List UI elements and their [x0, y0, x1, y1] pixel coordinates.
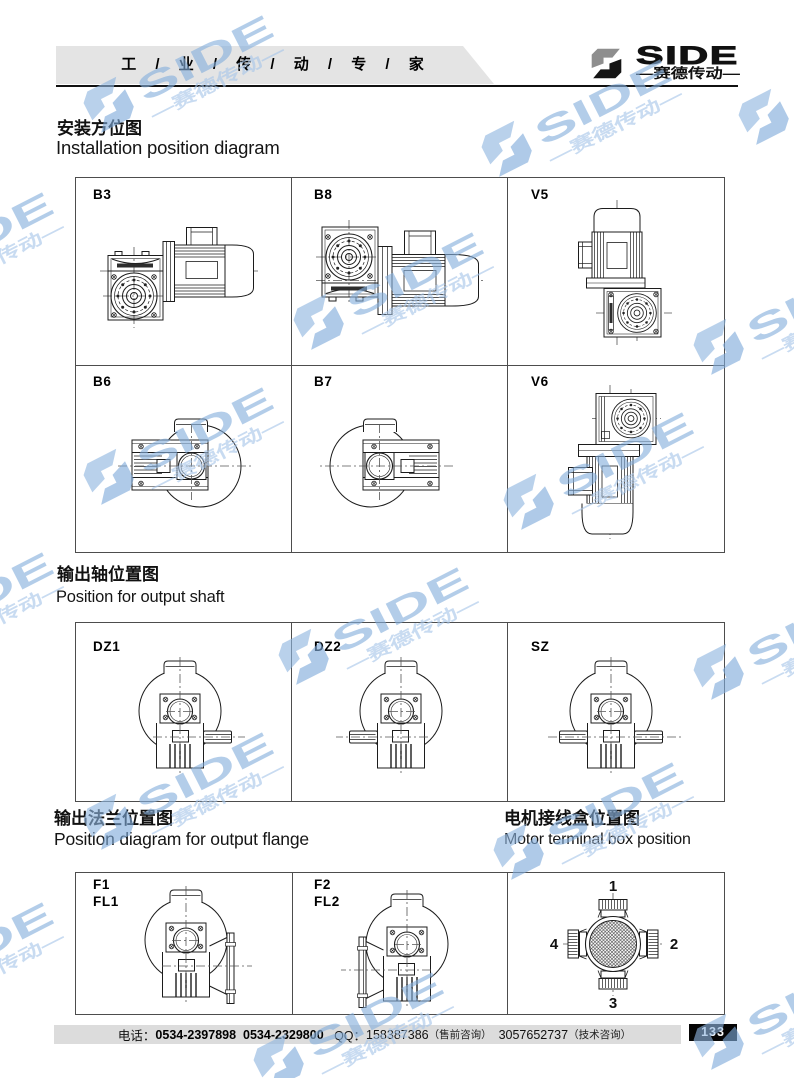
terminal-label-4: 4	[550, 936, 559, 953]
table-divider	[292, 873, 293, 1014]
cell-label-f1: F1	[93, 877, 110, 892]
drawing-v5	[578, 200, 672, 345]
footer-phone2: 0534-2329800	[243, 1027, 324, 1042]
drawing-f2	[341, 890, 448, 1008]
drawing-v6	[568, 385, 661, 539]
drawing-sz	[548, 657, 682, 775]
cell-label-fl1: FL1	[93, 894, 119, 909]
drawing-b7	[319, 419, 453, 507]
footer-qq-label: QQ：	[334, 1029, 367, 1043]
drawing-b8	[316, 220, 484, 315]
cell-label-b7: B7	[314, 374, 333, 389]
drawing-dz2	[336, 657, 442, 775]
table-divider	[507, 623, 508, 801]
drawing-b3	[100, 227, 258, 328]
footer-qq1-note: （售前咨询）	[428, 1029, 492, 1041]
cell-label-f2: F2	[314, 877, 331, 892]
terminal-label-2: 2	[670, 936, 678, 953]
page-number-badge: 133	[689, 1024, 737, 1041]
drawing-dz1	[139, 657, 245, 775]
logo-brand-text: SIDE	[636, 42, 739, 70]
header-rule	[56, 85, 738, 87]
drawing-b6	[118, 419, 252, 507]
terminal-label-3: 3	[609, 995, 617, 1012]
footer-qq2: 3057652737	[498, 1027, 569, 1042]
footer-qq1: 158387386	[366, 1027, 429, 1042]
cell-label-fl2: FL2	[314, 894, 340, 909]
cell-label-b3: B3	[93, 187, 112, 202]
section-output-shaft-title-zh: 输出轴位置图	[57, 565, 159, 584]
cell-label-b8: B8	[314, 187, 333, 202]
cell-label-dz1: DZ1	[93, 639, 121, 654]
footer-phone1: 0534-2397898	[155, 1027, 237, 1042]
drawing-terminal-box: 1 2 3 4	[550, 878, 678, 1012]
table-divider	[291, 623, 292, 801]
section-output-shaft-title-en: Position for output shaft	[56, 588, 225, 606]
footer-phone-label: 电话：	[117, 1029, 156, 1043]
cell-label-v6: V6	[531, 374, 549, 389]
footer-contact-bar: 电话：0534-2397898 0534-2329800 QQ：15838738…	[54, 1025, 681, 1044]
table-divider	[507, 873, 508, 1014]
cell-label-sz: SZ	[531, 639, 550, 654]
terminal-label-1: 1	[609, 878, 617, 895]
footer-qq2-note: （技术咨询）	[568, 1029, 632, 1041]
drawing-f1	[145, 886, 252, 1004]
